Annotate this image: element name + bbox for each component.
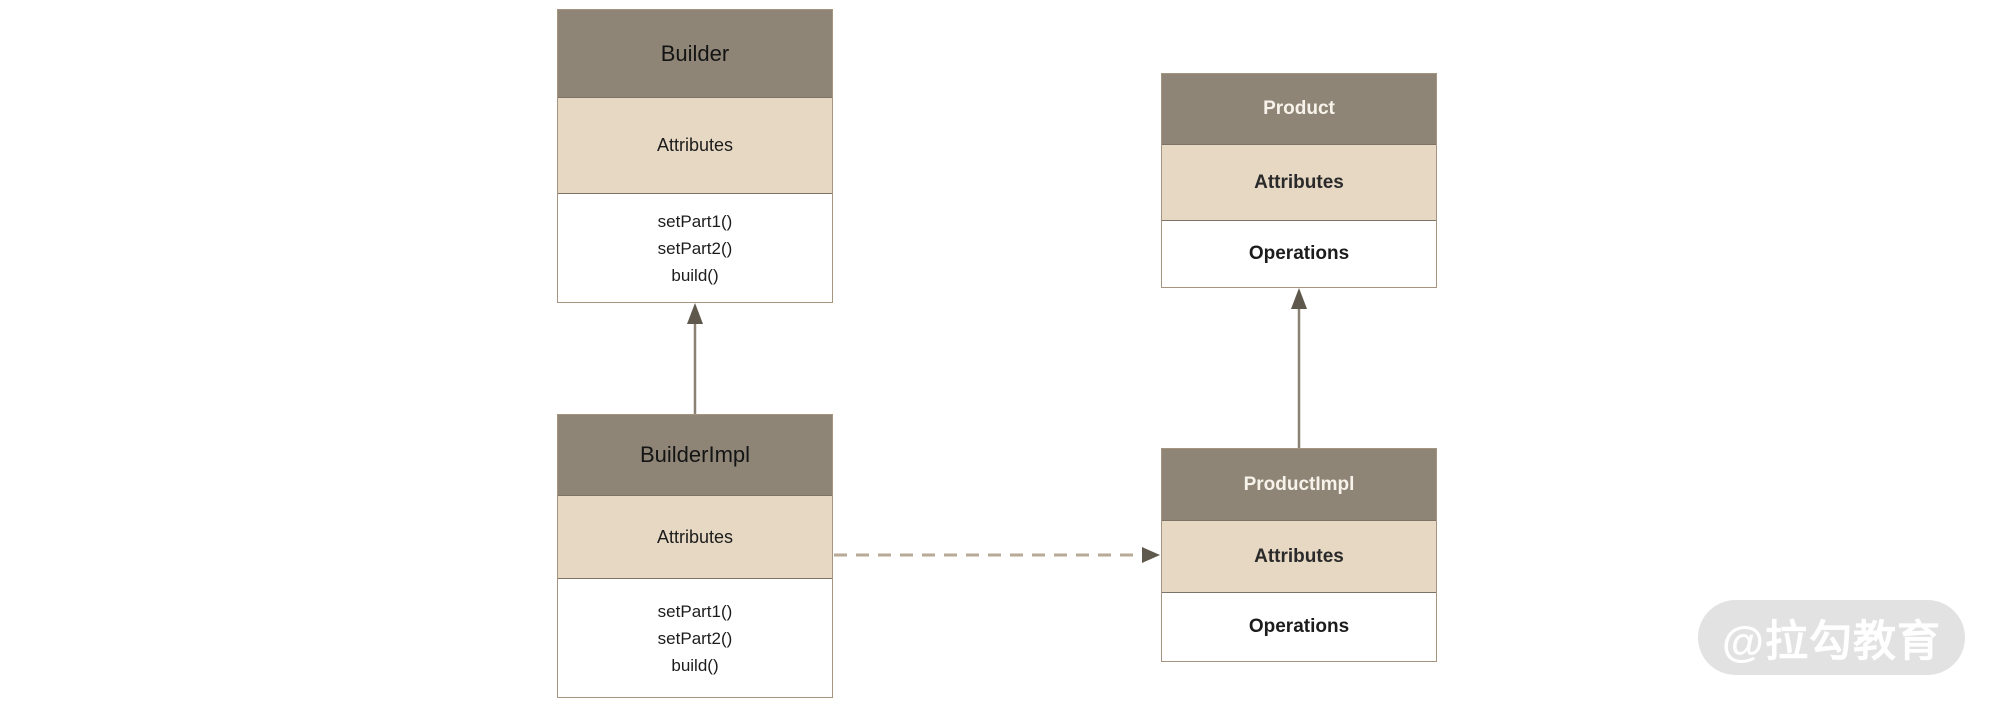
attributes-label: Attributes bbox=[1254, 171, 1344, 193]
watermark-badge: @拉勾教育 bbox=[1698, 600, 1965, 675]
operations-label: Operations bbox=[1248, 616, 1350, 637]
inheritance-arrow-builderimpl-to-builder bbox=[687, 303, 703, 414]
attributes-label: Attributes bbox=[1254, 545, 1344, 567]
class-box-product: Product Attributes Operations bbox=[1161, 73, 1437, 288]
class-title-product-impl: ProductImpl bbox=[1243, 473, 1355, 495]
attributes-section-product: Attributes bbox=[1162, 145, 1436, 221]
attributes-section-builder: Attributes bbox=[558, 98, 832, 194]
class-header-builder-impl: BuilderImpl bbox=[558, 415, 832, 496]
class-header-product: Product bbox=[1162, 74, 1436, 145]
inheritance-arrow-productimpl-to-product bbox=[1291, 288, 1307, 448]
attributes-label: Attributes bbox=[656, 526, 734, 547]
operations-label: Operations bbox=[1248, 243, 1350, 264]
method-line: setPart1() bbox=[657, 211, 733, 231]
class-box-product-impl: ProductImpl Attributes Operations bbox=[1161, 448, 1437, 662]
operations-section-product-impl: Operations bbox=[1162, 593, 1436, 661]
dependency-arrow-builderimpl-to-productimpl bbox=[834, 547, 1160, 563]
method-line: build() bbox=[671, 655, 719, 675]
class-title-product: Product bbox=[1263, 98, 1335, 119]
class-box-builder-impl: BuilderImpl Attributes setPart1() setPar… bbox=[557, 414, 833, 698]
attributes-section-builder-impl: Attributes bbox=[558, 496, 832, 579]
method-line: build() bbox=[671, 265, 719, 285]
class-title-builder: Builder bbox=[660, 40, 730, 66]
watermark-text: @拉勾教育 bbox=[1722, 617, 1941, 666]
class-box-builder: Builder Attributes setPart1() setPart2()… bbox=[557, 9, 833, 303]
method-line: setPart2() bbox=[657, 238, 733, 258]
method-line: setPart1() bbox=[657, 601, 733, 621]
attributes-section-product-impl: Attributes bbox=[1162, 521, 1436, 593]
operations-section-builder: setPart1() setPart2() build() bbox=[558, 194, 832, 302]
operations-section-builder-impl: setPart1() setPart2() build() bbox=[558, 579, 832, 697]
method-line: setPart2() bbox=[657, 628, 733, 648]
class-header-product-impl: ProductImpl bbox=[1162, 449, 1436, 521]
class-title-builder-impl: BuilderImpl bbox=[639, 442, 751, 467]
attributes-label: Attributes bbox=[656, 135, 734, 155]
operations-section-product: Operations bbox=[1162, 221, 1436, 287]
class-header-builder: Builder bbox=[558, 10, 832, 98]
